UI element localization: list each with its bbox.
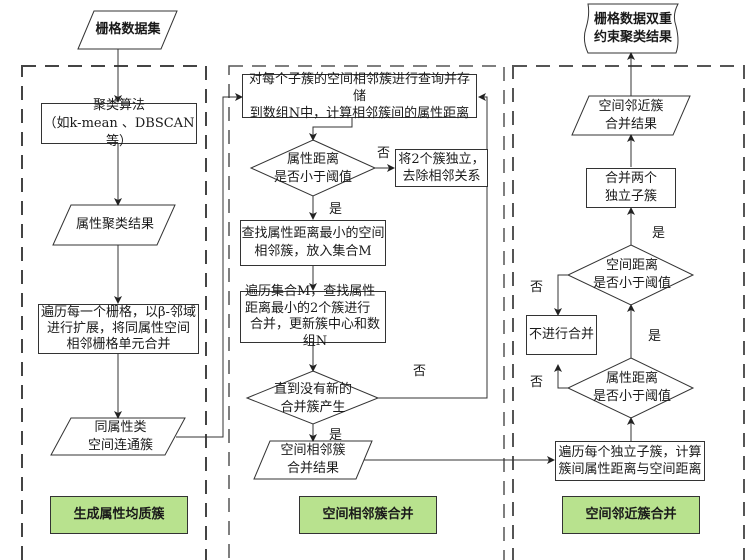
p3-traverse-box: 遍历每个独立子簇，计算 簇间属性距离与空间距离	[555, 441, 705, 481]
separate-line1: 将2个簇独立，	[398, 152, 485, 167]
traverse-grid-box: 遍历每一个栅格，以β-邻域 进行扩展，将同属性空间 相邻栅格单元合并	[38, 304, 199, 354]
panel-3-border	[512, 65, 745, 560]
decision-space-distance: 空间距离 是否小于阈值	[583, 256, 681, 294]
final-output-line2: 约束聚类结果	[593, 30, 672, 45]
edge-spacedec-no	[554, 274, 568, 316]
p2-result-line1: 空间相邻簇	[280, 443, 346, 458]
merge-line2: 距离最小的2个簇进行	[245, 300, 371, 316]
stage-label-text: 生成属性均质簇	[73, 507, 165, 522]
input-dataset-text: 栅格数据集	[95, 22, 161, 37]
space-dec-line1: 空间距离	[605, 258, 658, 273]
traverse-line2: 进行扩展，将同属性空间	[46, 321, 190, 336]
decision2-line2: 合并簇产生	[280, 400, 346, 415]
attr-result-shape	[52, 204, 176, 246]
attr-dec-line1: 属性距离	[605, 371, 658, 386]
edge-connected-to-query	[176, 93, 243, 438]
query-line2: 到数组N中，计算相邻簇间的属性距离	[249, 105, 470, 121]
space-dec-line2: 是否小于阈值	[592, 276, 671, 291]
query-line1: 对每个子簇的空间相邻簇进行查询并存储	[248, 71, 470, 104]
clustering-algorithm-box: 聚类算法 （如k-mean 、DBSCAN等）	[41, 98, 197, 149]
attr-result-text: 属性聚类结果	[75, 217, 154, 232]
spacedec-yes-label: 是	[652, 226, 666, 241]
stage-label-space-adjacent-merge: 空间相邻簇合并	[299, 496, 437, 534]
query-neighbors-box: 对每个子簇的空间相邻簇进行查询并存储 到数组N中，计算相邻簇间的属性距离	[242, 71, 477, 121]
input-dataset-shape	[77, 10, 178, 50]
p3-result-line2: 合并结果	[604, 116, 657, 132]
decision-no-new-merge: 直到没有新的 合并簇产生	[265, 380, 361, 418]
merge-two-line2: 独立子簇	[604, 189, 657, 204]
decision-attr-distance: 属性距离 是否小于阈值	[263, 150, 363, 188]
decision1-no-label: 否	[377, 146, 391, 161]
p2-result-line2: 合并结果	[286, 461, 339, 476]
merge-clusters-box: 遍历集合M，查找属性 距离最小的2个簇进行 合并，更新簇中心和数组N	[240, 284, 386, 349]
traverse-line1: 遍历每一个栅格，以β-邻域	[41, 305, 196, 320]
no-merge-box: 不进行合并	[526, 315, 597, 355]
final-output-shape	[583, 3, 679, 54]
p3-result-shape	[571, 95, 691, 136]
stage-label-text: 空间邻近簇合并	[585, 507, 677, 522]
no-merge-text: 不进行合并	[528, 327, 594, 342]
connected-line1: 同属性类	[94, 419, 147, 435]
separate-clusters-box: 将2个簇独立， 去除相邻关系	[395, 149, 488, 187]
p3-merge-result: 空间邻近簇 合并结果	[582, 96, 680, 135]
edge-decision2-no-loop	[378, 93, 488, 399]
final-output: 栅格数据双重 约束聚类结果	[588, 6, 678, 52]
decision2-yes-label: 是	[329, 428, 343, 443]
clustering-line1: 聚类算法	[92, 97, 145, 113]
decision2-no-label: 否	[413, 364, 427, 379]
traverse-line3: 相邻栅格单元合并	[66, 337, 171, 352]
p3-traverse-line2: 簇间属性距离与空间距离	[558, 462, 702, 477]
connected-cluster: 同属性类 空间连通簇	[68, 418, 173, 455]
find-min-distance-box: 查找属性距离最小的空间 相邻簇，放入集合M	[240, 220, 386, 266]
decision1-yes-label: 是	[329, 202, 343, 217]
decision-attr-distance-p3: 属性距离 是否小于阈值	[583, 369, 681, 407]
find-min-line2: 相邻簇，放入集合M	[254, 244, 372, 259]
space-merge-result: 空间相邻簇 合并结果	[268, 441, 358, 479]
edge-query-to-decision1	[309, 118, 353, 141]
stage-label-generate-clusters: 生成属性均质簇	[50, 496, 188, 534]
panel-1-border	[21, 65, 207, 560]
decision2-line1: 直到没有新的	[273, 382, 352, 397]
merge-two-box: 合并两个 独立子簇	[586, 168, 676, 208]
spacedec-no-label: 否	[530, 280, 544, 295]
separate-line2: 去除相邻关系	[402, 169, 481, 184]
p3-result-line1: 空间邻近簇	[598, 98, 664, 114]
merge-line3: 合并，更新簇中心和数组N	[249, 317, 380, 349]
stage-label-text: 空间相邻簇合并	[322, 507, 414, 522]
connected-line2: 空间连通簇	[87, 437, 153, 453]
attr-dec-line2: 是否小于阈值	[592, 389, 671, 404]
connected-cluster-shape	[50, 417, 186, 456]
input-dataset: 栅格数据集	[88, 11, 168, 49]
edge-attrdec-no	[554, 364, 568, 389]
attrdec-yes-label: 是	[648, 329, 662, 344]
final-output-line1: 栅格数据双重	[593, 12, 672, 27]
attr-result: 属性聚类结果	[65, 205, 165, 245]
merge-two-line1: 合并两个	[604, 171, 657, 186]
merge-line1: 遍历集合M，查找属性	[245, 284, 376, 299]
find-min-line1: 查找属性距离最小的空间	[241, 226, 385, 241]
clustering-line2: （如k-mean 、DBSCAN等）	[43, 115, 195, 149]
attrdec-no-label: 否	[530, 375, 544, 390]
panel-2-border	[228, 65, 505, 560]
stage-label-space-proximity-merge: 空间邻近簇合并	[562, 496, 700, 534]
decision1-line2: 是否小于阈值	[273, 170, 352, 185]
decision1-line1: 属性距离	[286, 152, 339, 167]
space-merge-result-shape-outline	[253, 440, 373, 480]
p3-traverse-line1: 遍历每个独立子簇，计算	[558, 445, 702, 460]
